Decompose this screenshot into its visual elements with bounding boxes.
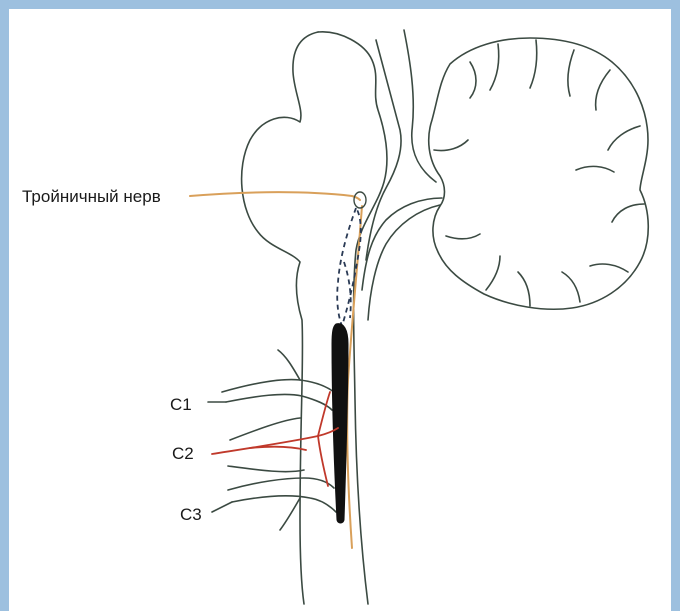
folium-13 [434,140,468,151]
c1-label: C1 [170,395,192,414]
folium-4 [568,50,574,96]
c2-rootlet-upper [230,418,300,440]
c1-rootlet-upper [222,380,334,392]
folium-6 [608,126,640,150]
folium-14 [576,166,614,172]
folium-5 [596,70,610,110]
c1-rootlet-branch [278,350,300,380]
folium-12 [446,234,480,239]
c3-rootlet-lower [232,496,336,512]
c2-rootlet-lower [228,466,304,472]
folium-3 [530,40,537,88]
folium-11 [486,256,500,290]
cerebellum-outline [429,38,649,309]
brainstem-outline [242,32,318,604]
c3-label: C3 [180,505,202,524]
folium-10 [518,272,530,306]
spinal-trigeminal-nucleus [332,324,348,523]
folium-7 [612,204,644,222]
folium-9 [562,272,580,302]
folium-1 [470,62,476,98]
c2-branch-down [318,436,328,486]
c3-rootlet-branch [280,498,300,530]
c2-branch-up [318,392,330,436]
c3-rootlet-upper [228,478,334,490]
folium-8 [590,264,628,272]
c2-rootlet-red [250,447,306,450]
c3-leader [212,502,232,512]
c2-label: C2 [172,444,194,463]
trigeminal-nerve-label: Тройничный нерв [22,187,161,206]
c1-rootlet-lower [226,394,332,410]
trigeminal-nerve-root [190,192,360,200]
floor-line [368,205,440,320]
folium-2 [490,44,499,90]
aqueduct-line [366,40,401,260]
